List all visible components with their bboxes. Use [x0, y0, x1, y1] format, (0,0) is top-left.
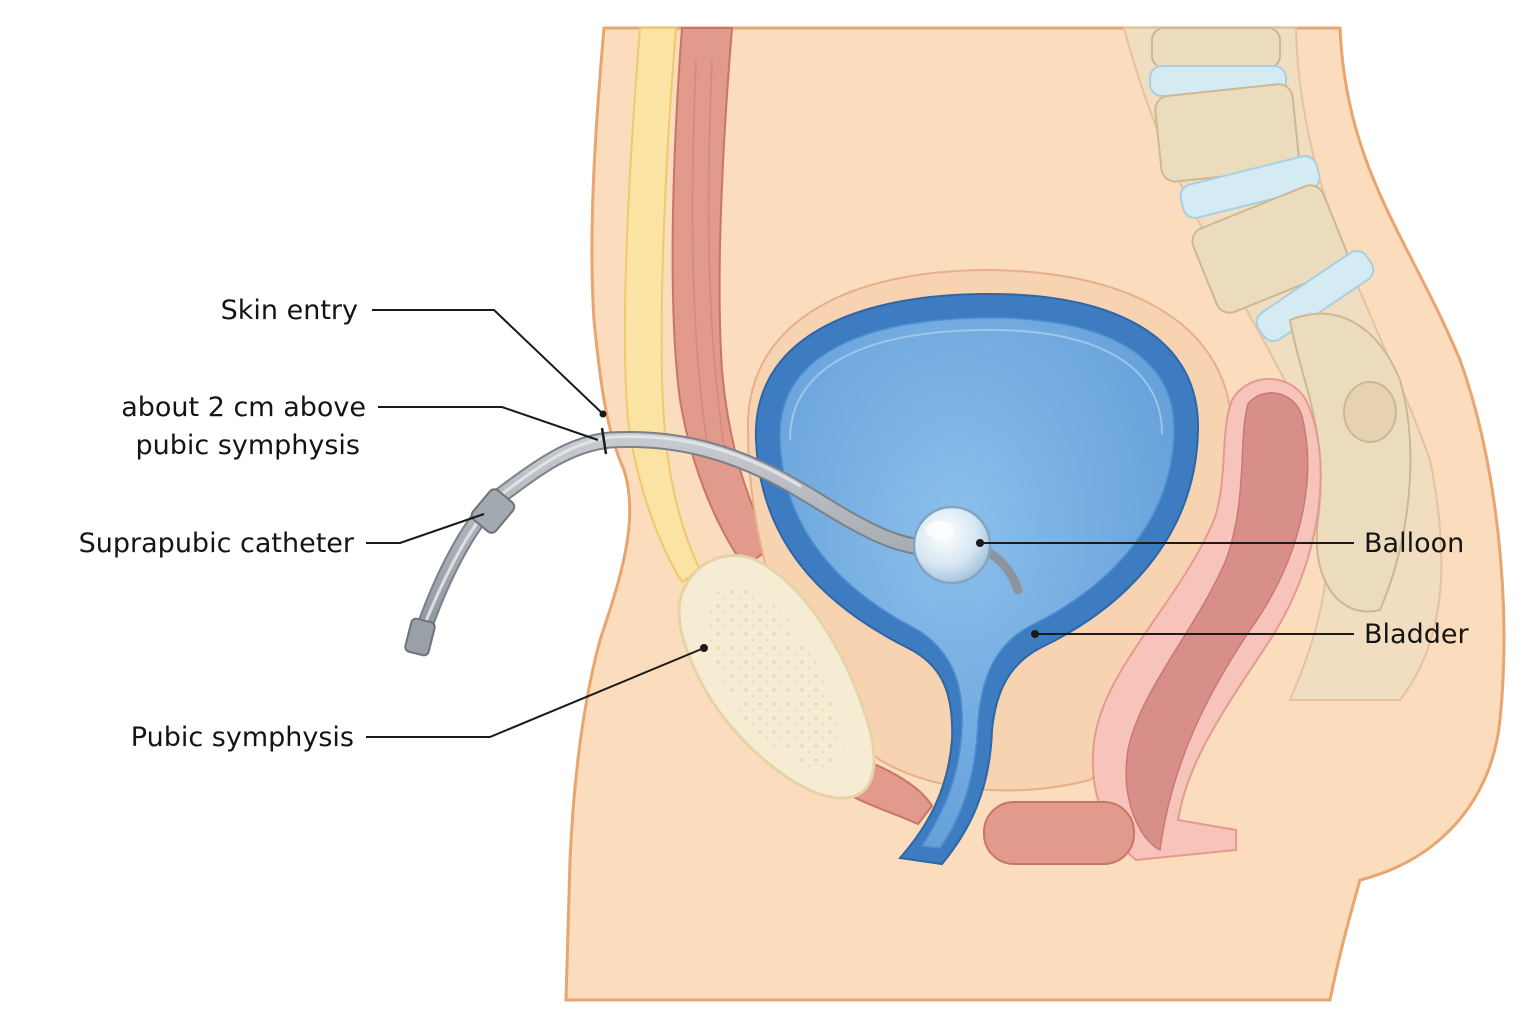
label-bladder: Bladder — [1364, 619, 1469, 650]
label-balloon: Balloon — [1364, 528, 1464, 559]
dot-bladder — [1031, 630, 1039, 638]
label-entry-position-2: pubic symphysis — [135, 430, 360, 461]
catheter-end-cap — [404, 618, 436, 657]
label-pubic-symphysis: Pubic symphysis — [131, 722, 354, 753]
pelvic-floor-muscle-back — [984, 802, 1134, 864]
label-entry-position-1: about 2 cm above — [121, 392, 366, 423]
label-skin-entry: Skin entry — [221, 295, 358, 326]
leader-entry-position — [378, 407, 598, 440]
leader-skin-entry — [372, 310, 603, 414]
dot-skin-entry — [600, 411, 607, 418]
dot-pubic-symphysis — [700, 644, 708, 652]
balloon-highlight — [926, 521, 954, 539]
dot-balloon — [976, 539, 984, 547]
label-catheter: Suprapubic catheter — [79, 528, 355, 559]
